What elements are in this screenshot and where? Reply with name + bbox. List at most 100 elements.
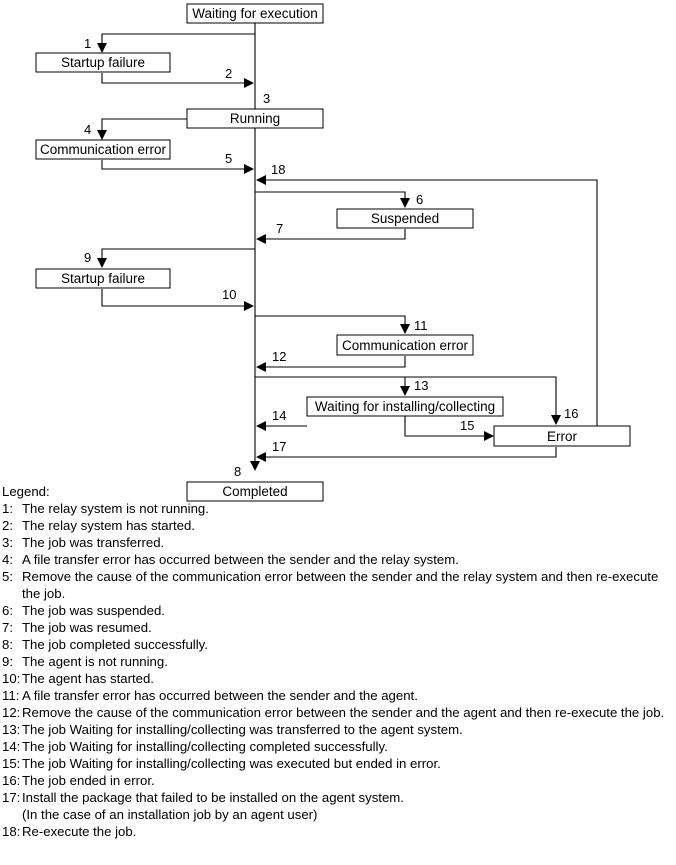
legend-item-number: 15: (2, 756, 21, 771)
legend-item-number: 5: (2, 569, 13, 584)
transition-13-line (255, 376, 410, 396)
legend-item-text: The job Waiting for installing/collectin… (22, 721, 670, 738)
legend-item-number: 8: (2, 637, 13, 652)
transition-number-13: 13 (414, 378, 428, 393)
transition-number-15: 15 (460, 418, 474, 433)
legend-item-text-line: The job was resumed. (22, 620, 152, 635)
transition-numbers: 1 2 3 4 5 6 7 8 9 10 11 12 13 14 15 16 1… (84, 36, 578, 479)
legend-item: 5: Remove the cause of the communication … (2, 568, 670, 602)
legend-item-number: 16: (2, 773, 21, 788)
transition-11-line (255, 315, 410, 334)
legend-item-number: 3: (2, 535, 13, 550)
legend-item-text-line: The agent has started. (22, 671, 154, 686)
legend-item-text-line: The relay system is not running. (22, 501, 209, 516)
legend-item-number: 9: (2, 654, 13, 669)
transition-number-7: 7 (276, 221, 283, 236)
legend-item: 7: The job was resumed. (2, 619, 670, 636)
state-transition-diagram: Waiting for execution Startup failure Ru… (35, 3, 631, 502)
transition-17-line (256, 447, 557, 462)
legend-item: 8: The job completed successfully. (2, 636, 670, 653)
legend-item-text: The job was transferred. (22, 534, 670, 551)
legend: Legend: 1:The relay system is not runnin… (2, 483, 670, 840)
transition-number-1: 1 (84, 36, 91, 51)
transition-number-5: 5 (225, 151, 232, 166)
transition-2-line (101, 73, 254, 88)
legend-item-text-line: The job completed successfully. (22, 637, 208, 652)
transition-16-line (405, 376, 561, 425)
legend-item-text-line: The job Waiting for installing/collectin… (22, 739, 388, 754)
legend-item-number: 18: (2, 824, 21, 839)
transition-number-2: 2 (225, 66, 232, 81)
legend-item: 13:The job Waiting for installing/collec… (2, 721, 670, 738)
legend-item-number: 10: (2, 671, 21, 686)
box-startup-failure-2: Startup failure (61, 271, 145, 286)
transition-5-line (101, 160, 254, 174)
legend-item-number: 1: (2, 501, 13, 516)
legend-item: 2: The relay system has started. (2, 517, 670, 534)
transition-number-18: 18 (271, 162, 285, 177)
legend-item-text: Re-execute the job. (22, 823, 670, 840)
legend-item-text: The job was resumed. (22, 619, 670, 636)
legend-item-text-line: The relay system has started. (22, 518, 195, 533)
transition-number-3: 3 (263, 91, 270, 106)
legend-item-number: 13: (2, 722, 21, 737)
legend-item: 16:The job ended in error. (2, 772, 670, 789)
legend-item: 12:Remove the cause of the communication… (2, 704, 670, 721)
legend-item-number: 4: (2, 552, 13, 567)
transition-number-17: 17 (272, 439, 286, 454)
legend-items: 1: The relay system is not running. 2: The … (2, 500, 670, 840)
legend-item: 10:The agent has started. (2, 670, 670, 687)
legend-item-text: The job completed successfully. (22, 636, 670, 653)
legend-item-text: The relay system has started. (22, 517, 670, 534)
transition-10-line (101, 289, 254, 311)
box-startup-failure-1: Startup failure (61, 55, 145, 70)
box-waiting-for-installing: Waiting for installing/collecting (315, 399, 495, 414)
legend-item: 6:The job was suspended. (2, 602, 670, 619)
transition-4-line (97, 118, 187, 140)
legend-item: 17:Install the package that failed to be… (2, 789, 670, 823)
legend-item-text-line: The agent is not running. (22, 654, 168, 669)
legend-item-text: Install the package that failed to be in… (22, 789, 670, 823)
legend-item: 11:A file transfer error has occurred be… (2, 687, 670, 704)
box-suspended: Suspended (371, 211, 439, 226)
transition-12-line (256, 356, 406, 372)
legend-item-text-line: (In the case of an installation job by a… (22, 807, 318, 822)
legend-item-text-line: The job Waiting for installing/collectin… (22, 756, 441, 771)
transition-number-9: 9 (84, 250, 91, 265)
legend-item-number: 2: (2, 518, 13, 533)
state-boxes: Waiting for execution Startup failure Ru… (35, 3, 631, 502)
transition-number-14: 14 (272, 408, 286, 423)
legend-item-number: 11: (2, 688, 20, 703)
box-communication-error-1: Communication error (40, 142, 167, 157)
legend-item-text-line: The job Waiting for installing/collectin… (22, 722, 463, 737)
legend-item-text-line: Remove the cause of the communication er… (22, 705, 665, 720)
legend-item: 9: The agent is not running. (2, 653, 670, 670)
legend-item-text: The relay system is not running. (22, 500, 670, 517)
legend-item: 1: The relay system is not running. (2, 500, 670, 517)
legend-item-text: The job ended in error. (22, 772, 670, 789)
legend-item-text-line: The job ended in error. (22, 773, 155, 788)
legend-item-text: The agent has started. (22, 670, 670, 687)
legend-item-text-line: Remove the cause of the communication er… (22, 569, 659, 601)
transition-18-line (256, 175, 598, 426)
legend-item-number: 14: (2, 739, 21, 754)
legend-item: 14:The job Waiting for installing/collec… (2, 738, 670, 755)
legend-item-text-line: Install the package that failed to be in… (22, 790, 404, 805)
transition-7-line (256, 229, 406, 244)
legend-item-number: 17: (2, 790, 21, 805)
transition-number-6: 6 (416, 192, 423, 207)
box-error: Error (547, 429, 578, 444)
box-communication-error-2: Communication error (342, 338, 469, 353)
transition-number-16: 16 (564, 406, 578, 421)
legend-item-text-line: A file transfer error has occurred betwe… (22, 552, 459, 567)
legend-item-number: 7: (2, 620, 13, 635)
legend-item-text-line: A file transfer error has occurred betwe… (22, 688, 418, 703)
legend-item: 18:Re-execute the job. (2, 823, 670, 840)
transition-15-line (404, 416, 494, 441)
legend-item: 4: A file transfer error has occurred bet… (2, 551, 670, 568)
legend-item: 15:The job Waiting for installing/collec… (2, 755, 670, 772)
transition-number-11: 11 (414, 318, 428, 333)
transition-number-12: 12 (272, 349, 286, 364)
box-running: Running (230, 111, 280, 126)
transition-1-line (97, 33, 255, 53)
